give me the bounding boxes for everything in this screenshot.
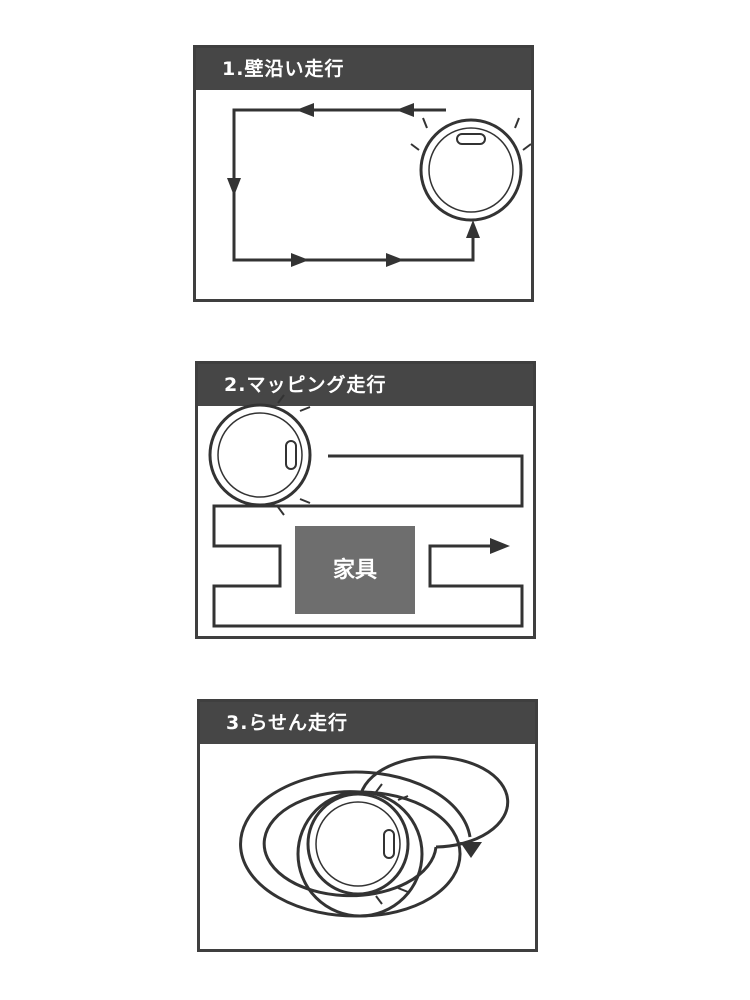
mapping-path bbox=[212, 454, 524, 628]
arrow-icon bbox=[460, 842, 482, 858]
panel-spiral: 3.らせん走行 bbox=[197, 699, 538, 952]
panel-mapping: 2.マッピング走行 家具 bbox=[195, 361, 536, 639]
robot-vacuum-icon bbox=[306, 783, 410, 905]
arrow-icon bbox=[396, 103, 414, 117]
panel-title: 3.らせん走行 bbox=[200, 702, 535, 744]
robot-vacuum-icon bbox=[208, 394, 312, 516]
wall-following-diagram bbox=[227, 103, 531, 267]
arrow-icon bbox=[386, 253, 404, 267]
arrow-icon bbox=[296, 103, 314, 117]
arrow-icon bbox=[227, 178, 241, 196]
arrow-icon bbox=[466, 220, 480, 238]
panel-title: 2.マッピング走行 bbox=[198, 364, 533, 406]
panel-title: 1.壁沿い走行 bbox=[196, 48, 531, 90]
robot-vacuum-icon bbox=[410, 117, 531, 222]
arrow-icon bbox=[490, 538, 510, 554]
arrow-icon bbox=[291, 253, 309, 267]
mapping-diagram: 家具 bbox=[208, 394, 524, 628]
furniture-block bbox=[295, 526, 415, 614]
spiral-path bbox=[239, 755, 510, 918]
furniture-label: 家具 bbox=[333, 557, 377, 583]
panel-wall-following: 1.壁沿い走行 bbox=[193, 45, 534, 302]
spiral-diagram bbox=[239, 755, 510, 918]
